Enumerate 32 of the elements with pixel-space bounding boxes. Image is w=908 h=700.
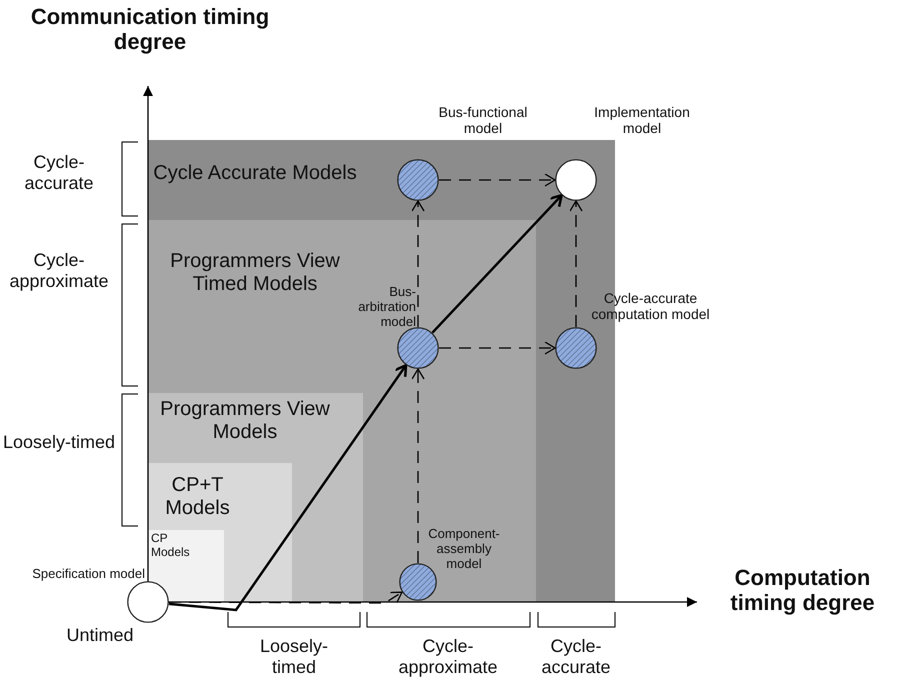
model-label: Component-assembly model: [427, 527, 501, 572]
model-region: [148, 463, 292, 602]
model-region: [148, 530, 224, 602]
arrow: [411, 368, 425, 563]
region-label: Programmers View Timed Models: [169, 250, 341, 296]
timing-label: Loosely-timed: [2, 432, 116, 453]
model-label: Cycle-accurate computation model: [590, 290, 711, 322]
region-label: CP+T Models: [164, 474, 231, 520]
arrow: [169, 592, 403, 604]
model-label: Specification model: [31, 567, 145, 582]
region-label: CP Models: [151, 532, 191, 560]
region-label: Cycle Accurate Models: [152, 162, 358, 185]
axis-title: Computation timing degree: [729, 565, 876, 616]
timing-label: Cycle-accurate: [23, 152, 95, 194]
timing-label: Untimed: [65, 625, 135, 646]
timing-label: Cycle-approximate: [397, 636, 499, 678]
arrow: [168, 364, 408, 612]
arrow: [411, 200, 425, 327]
model-label: Bus-arbitration model: [357, 285, 416, 330]
model-label: Implementation model: [593, 104, 691, 136]
model-region: [148, 220, 536, 602]
region-label: Programmers View Models: [159, 398, 331, 444]
timing-label: Loosely-timed: [258, 636, 330, 678]
arrow: [569, 200, 583, 327]
arrow: [439, 341, 556, 355]
arrow: [439, 173, 556, 187]
timing-label: Cycle-approximate: [8, 250, 110, 292]
arrow: [431, 194, 563, 334]
model-region: [148, 393, 363, 602]
model-label: Bus-functional model: [438, 104, 528, 136]
timing-label: Cycle-accurate: [540, 636, 612, 678]
axis-title: Communication timing degree: [30, 4, 270, 55]
